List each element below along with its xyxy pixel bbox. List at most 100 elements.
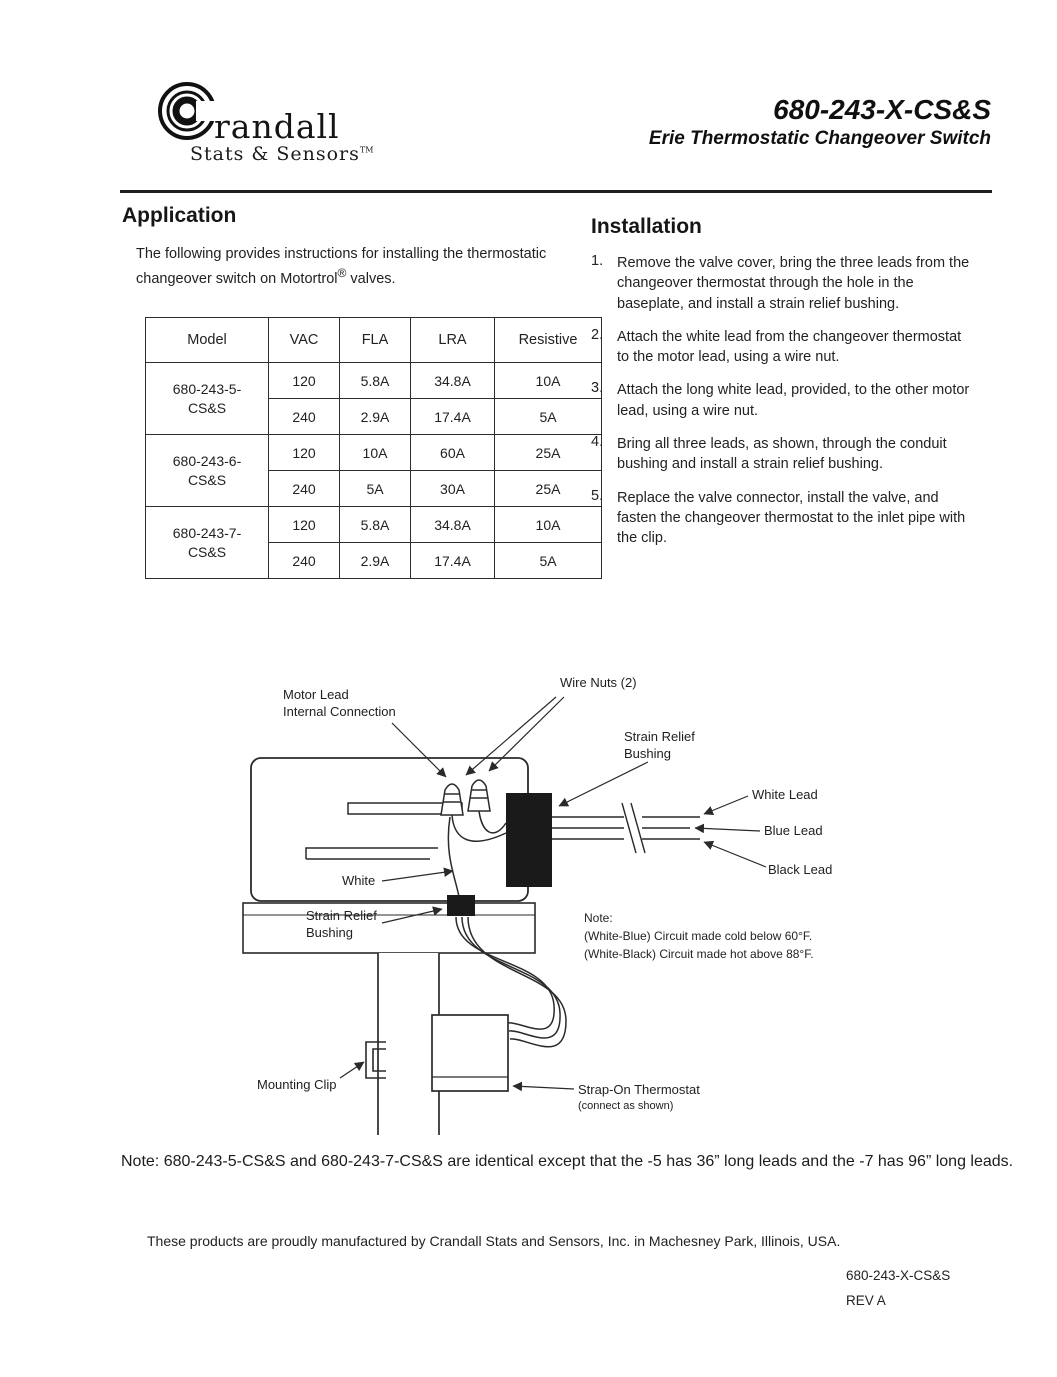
label-black-lead: Black Lead bbox=[768, 862, 833, 877]
mounting-clip-shape bbox=[365, 1041, 386, 1079]
installation-heading: Installation bbox=[591, 215, 702, 238]
table-row: 240 2.9A 17.4A 5A bbox=[146, 398, 602, 435]
value-cell: 5.8A bbox=[339, 362, 411, 399]
label-strain-relief-bottom: Strain Relief Bushing bbox=[306, 908, 377, 940]
model-cell: 680-243-7- CS&S bbox=[145, 506, 269, 579]
label-motor-lead: Motor Lead Internal Connection bbox=[283, 687, 396, 719]
column-header-resistive: Resistive bbox=[494, 317, 602, 363]
value-cell: 2.9A bbox=[339, 542, 411, 579]
label-strap-on-thermostat: Strap-On Thermostat (connect as shown) bbox=[578, 1082, 700, 1112]
column-header-vac: VAC bbox=[268, 317, 340, 363]
motor-internal-parts bbox=[305, 802, 463, 860]
label-blue-lead: Blue Lead bbox=[764, 823, 823, 838]
wire-nut-right bbox=[467, 779, 491, 812]
value-cell: 17.4A bbox=[410, 398, 495, 435]
table-row: 680-243-6- CS&S 120 10A 60A 25A bbox=[145, 434, 602, 507]
value-cell: 240 bbox=[268, 398, 340, 435]
table-header-row: Model VAC FLA LRA Resistive bbox=[145, 317, 602, 363]
value-cell: 5A bbox=[339, 470, 411, 507]
column-header-fla: FLA bbox=[339, 317, 411, 363]
diagram-note: Note: (White-Blue) Circuit made cold bel… bbox=[584, 911, 814, 961]
step-text: Bring all three leads, as shown, through… bbox=[617, 436, 947, 473]
value-cell: 34.8A bbox=[410, 506, 495, 543]
manufactured-note: These products are proudly manufactured … bbox=[147, 1233, 841, 1249]
crandall-logo: randall Stats & SensorsTM bbox=[156, 80, 373, 165]
application-heading: Application bbox=[122, 204, 237, 227]
value-cell: 2.9A bbox=[339, 398, 411, 435]
leader-arrows bbox=[339, 696, 767, 1092]
value-cell: 10A bbox=[339, 434, 411, 471]
brand-subtitle: Stats & SensorsTM bbox=[190, 143, 374, 165]
doc-number-block: 680-243-X-CS&S REV A bbox=[846, 1264, 950, 1314]
label-strain-relief-top: Strain Relief Bushing bbox=[624, 729, 695, 761]
step-text: Attach the long white lead, provided, to… bbox=[617, 382, 970, 419]
value-cell: 25A bbox=[494, 470, 602, 507]
strain-relief-bushing-bottom bbox=[447, 895, 475, 916]
step-number: 4. bbox=[591, 434, 604, 451]
installation-step-2: 2. Attach the white lead from the change… bbox=[591, 327, 993, 368]
doc-number: 680-243-X-CS&S bbox=[846, 1268, 951, 1283]
value-cell: 10A bbox=[494, 362, 602, 399]
wire-break-marks bbox=[621, 802, 646, 854]
page-subtitle: Erie Thermostatic Changeover Switch bbox=[648, 128, 991, 150]
installation-step-3: 3. Attach the long white lead, provided,… bbox=[591, 380, 993, 421]
step-number: 1. bbox=[591, 253, 604, 269]
baseplate bbox=[242, 902, 536, 954]
label-mounting-clip: Mounting Clip bbox=[257, 1077, 337, 1092]
wire-nut-left bbox=[440, 783, 464, 816]
model-cell: 680-243-5- CS&S bbox=[145, 362, 269, 435]
column-header-lra: LRA bbox=[410, 317, 495, 363]
valve-diagram: Motor Lead Internal Connection Wire Nuts… bbox=[0, 665, 1057, 1150]
label-white-lead: White Lead bbox=[752, 787, 818, 802]
strap-on-thermostat-box bbox=[431, 1014, 509, 1092]
valve-assembly-drawing bbox=[242, 696, 767, 1135]
value-cell: 10A bbox=[494, 506, 602, 543]
title-block: 680-243-X-CS&S Erie Thermostatic Changeo… bbox=[649, 94, 991, 150]
strain-relief-bushing-top bbox=[506, 793, 552, 887]
value-cell: 5A bbox=[494, 542, 602, 579]
doc-revision: REV A bbox=[846, 1292, 886, 1308]
model-cell: 680-243-6- CS&S bbox=[145, 434, 269, 507]
registered-symbol: ® bbox=[337, 266, 347, 281]
value-cell: 120 bbox=[268, 434, 340, 471]
step-number: 5. bbox=[591, 487, 604, 504]
inlet-pipe bbox=[377, 953, 440, 1135]
installation-steps: 1. Remove the valve cover, bring the thr… bbox=[591, 253, 993, 562]
installation-step-5: 5. Replace the valve connector, install … bbox=[591, 488, 993, 549]
value-cell: 25A bbox=[494, 434, 602, 471]
page-title: 680-243-X-CS&S bbox=[773, 94, 991, 125]
label-white: White bbox=[342, 873, 376, 888]
lead-wire-bundle bbox=[455, 916, 567, 1048]
header-divider bbox=[120, 190, 992, 193]
installation-step-1: 1. Remove the valve cover, bring the thr… bbox=[591, 253, 993, 314]
value-cell: 120 bbox=[268, 362, 340, 399]
internal-wires bbox=[447, 810, 507, 898]
value-cell: 60A bbox=[410, 434, 495, 471]
value-cell: 30A bbox=[410, 470, 495, 507]
step-text: Attach the white lead from the changeove… bbox=[617, 328, 962, 366]
bottom-note: Note: 680-243-5-CS&S and 680-243-7-CS&S … bbox=[121, 1153, 1014, 1170]
step-text: Replace the valve connector, install the… bbox=[617, 489, 966, 547]
column-header-model: Model bbox=[145, 317, 269, 363]
step-number: 2. bbox=[591, 326, 604, 343]
step-number: 3. bbox=[591, 380, 604, 397]
value-cell: 34.8A bbox=[410, 362, 495, 399]
lead-wires bbox=[552, 816, 700, 840]
value-cell: 240 bbox=[268, 470, 340, 507]
step-text: Remove the valve cover, bring the three … bbox=[617, 255, 970, 312]
value-cell: 5.8A bbox=[339, 506, 411, 543]
application-paragraph: The following provides instructions for … bbox=[136, 246, 547, 288]
table-row: 680-243-5- CS&S 120 5.8A 34.8A 10A bbox=[145, 362, 602, 435]
table-row: 240 2.9A 17.4A 5A bbox=[146, 542, 602, 579]
label-wire-nuts: Wire Nuts (2) bbox=[560, 675, 637, 690]
value-cell: 120 bbox=[268, 506, 340, 543]
crandall-c-ring-icon bbox=[156, 80, 218, 147]
trademark-symbol: TM bbox=[359, 145, 374, 155]
ratings-table: Model VAC FLA LRA Resistive 680-243-5- C… bbox=[145, 317, 602, 579]
table-row: 680-243-7- CS&S 120 5.8A 34.8A 10A bbox=[145, 506, 602, 579]
value-cell: 17.4A bbox=[410, 542, 495, 579]
value-cell: 5A bbox=[494, 398, 602, 435]
value-cell: 240 bbox=[268, 542, 340, 579]
installation-step-4: 4. Bring all three leads, as shown, thro… bbox=[591, 434, 993, 475]
